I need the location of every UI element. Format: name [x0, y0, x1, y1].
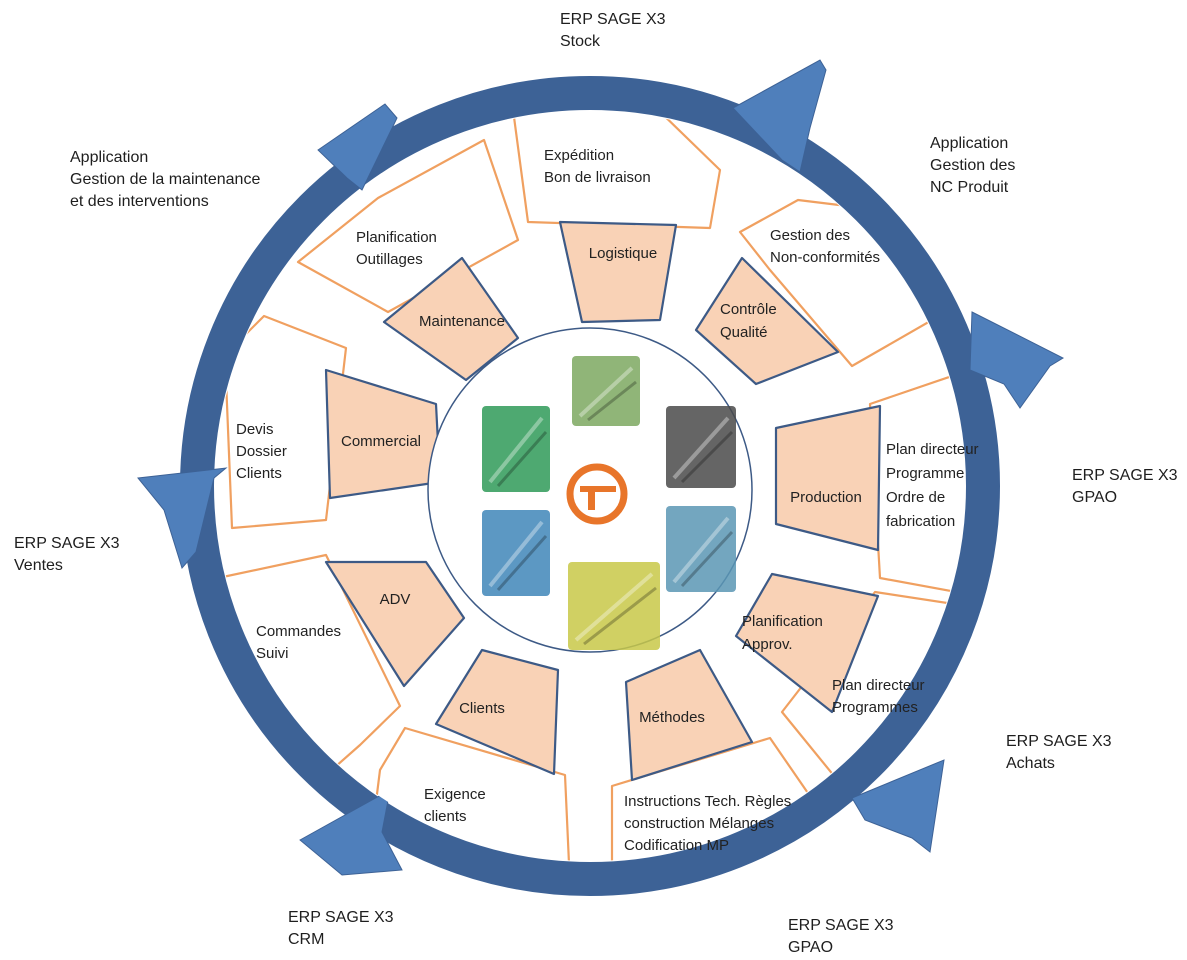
- segment-label-controle-qualite: Contrôle: [720, 301, 777, 318]
- segment-detail-adv: Commandes: [256, 623, 341, 640]
- cable-bundle-photo: [666, 506, 736, 592]
- outer-segment-logistique: [510, 111, 722, 230]
- inner-segment-controle-qualite: [694, 256, 840, 386]
- arrow-left-icon: [137, 467, 228, 570]
- external-label-gpao-bottom: ERP SAGE X3: [788, 917, 894, 934]
- segment-detail-commercial: Devis: [236, 421, 274, 438]
- external-label-crm: ERP SAGE X3: [288, 909, 394, 926]
- external-label-gpao-right: ERP SAGE X3: [1072, 467, 1178, 484]
- segment-detail-logistique: Bon de livraison: [544, 169, 651, 186]
- segment-label-maintenance: Maintenance: [419, 313, 505, 330]
- segment-detail-methodes: construction Mélanges: [624, 815, 774, 832]
- external-label-achats: Achats: [1006, 755, 1055, 772]
- segment-detail-methodes: Codification MP: [624, 837, 729, 854]
- arrow-right-icon: [969, 311, 1065, 409]
- segment-detail-commercial: Clients: [236, 465, 282, 482]
- arrow-top-left-icon: [317, 103, 398, 191]
- segment-detail-adv: Suivi: [256, 645, 289, 662]
- cable-reel-photo: [572, 356, 640, 426]
- green-cable-photo: [482, 406, 550, 492]
- segment-label-logistique: Logistique: [589, 245, 657, 262]
- colored-wire-coils-photo: [568, 562, 660, 650]
- segment-label-commercial: Commercial: [341, 433, 421, 450]
- outer-segment-methodes: [610, 736, 834, 861]
- inner-segment-adv: [324, 560, 466, 688]
- external-label-stock: Stock: [560, 33, 601, 50]
- inner-segments: [324, 220, 882, 782]
- segment-detail-controle-qualite: Non-conformités: [770, 249, 880, 266]
- external-label-nc-produit: NC Produit: [930, 179, 1009, 196]
- outer-segment-clients: [358, 726, 574, 861]
- segment-detail-controle-qualite: Gestion des: [770, 227, 850, 244]
- segment-label-planification-approv: Approv.: [742, 636, 793, 653]
- segment-detail-planification-approv: Plan directeur: [832, 677, 925, 694]
- external-label-crm: CRM: [288, 931, 324, 948]
- inner-segment-clients: [434, 648, 560, 776]
- arrow-bottom-right-icon: [851, 759, 945, 853]
- segment-detail-production: Ordre de: [886, 489, 945, 506]
- segment-detail-clients: Exigence: [424, 786, 486, 803]
- external-label-gpao-bottom: GPAO: [788, 939, 833, 956]
- segment-detail-maintenance: Planification: [356, 229, 437, 246]
- external-label-gpao-right: GPAO: [1072, 489, 1117, 506]
- inner-segment-maintenance: [382, 256, 520, 382]
- segment-label-adv: ADV: [380, 591, 411, 608]
- segment-label-clients: Clients: [459, 700, 505, 717]
- outer-segment-maintenance: [296, 138, 520, 314]
- segment-label-planification-approv: Planification: [742, 613, 823, 630]
- segment-detail-production: fabrication: [886, 513, 955, 530]
- inner-segment-methodes: [624, 648, 754, 782]
- segment-detail-production: Plan directeur: [886, 441, 979, 458]
- company-logo-icon: [566, 463, 628, 525]
- external-label-ventes: Ventes: [14, 557, 63, 574]
- external-label-nc-produit: Application: [930, 135, 1008, 152]
- external-label-maintenance-app: Application: [70, 149, 148, 166]
- segment-detail-production: Programme: [886, 465, 964, 482]
- segment-label-methodes: Méthodes: [639, 709, 705, 726]
- external-label-maintenance-app: et des interventions: [70, 193, 209, 210]
- segment-label-production: Production: [790, 489, 862, 506]
- segment-detail-maintenance: Outillages: [356, 251, 423, 268]
- arrow-top-right-icon: [732, 59, 827, 173]
- external-label-nc-produit: Gestion des: [930, 157, 1015, 174]
- external-label-ventes: ERP SAGE X3: [14, 535, 120, 552]
- product-photos: [482, 356, 736, 650]
- segment-detail-planification-approv: Programmes: [832, 699, 918, 716]
- arrow-bottom-left-icon: [299, 789, 403, 876]
- external-label-stock: ERP SAGE X3: [560, 11, 666, 28]
- segment-label-controle-qualite: Qualité: [720, 324, 768, 341]
- segment-detail-clients: clients: [424, 808, 467, 825]
- inner-segment-planification-approv: [734, 572, 880, 714]
- segment-detail-methodes: Instructions Tech. Règles: [624, 793, 791, 810]
- cycle-arrows: [137, 59, 1065, 876]
- cable-cross-section-photo: [666, 406, 736, 488]
- blue-cable-photo: [482, 510, 550, 596]
- segment-detail-commercial: Dossier: [236, 443, 287, 460]
- external-label-maintenance-app: Gestion de la maintenance: [70, 171, 260, 188]
- external-label-achats: ERP SAGE X3: [1006, 733, 1112, 750]
- inner-segment-logistique: [558, 220, 678, 324]
- segment-detail-logistique: Expédition: [544, 147, 614, 164]
- inner-segment-production: [774, 404, 882, 552]
